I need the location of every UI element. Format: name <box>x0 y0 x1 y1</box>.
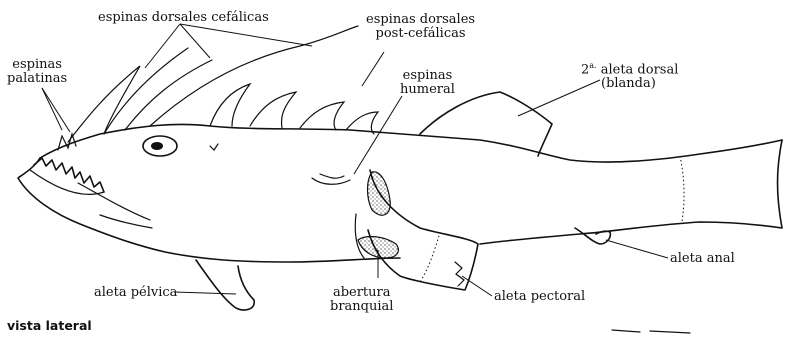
label-espinas-humeral-line1: espinas <box>400 69 455 83</box>
label-abertura-branquial-line1: abertura <box>330 286 393 300</box>
caption-vista-lateral: vista lateral <box>7 318 92 333</box>
cephalic-dorsal-spines <box>68 26 358 142</box>
label-aleta-pelvica: aleta pélvica <box>94 286 177 300</box>
label-abertura-branquial-line2: branquial <box>330 300 393 314</box>
pelvic-fin <box>196 260 254 310</box>
label-segunda-aleta-dorsal-text: aleta dorsal <box>597 62 679 77</box>
post-cephalic-dorsal-spines <box>210 84 378 134</box>
label-segunda-aleta-dorsal-line1: 2a. aleta dorsal <box>581 59 678 77</box>
gill-opening <box>355 214 398 258</box>
label-espinas-humeral: espinas humeral <box>400 69 455 97</box>
label-segunda-aleta-dorsal-sup: a. <box>589 61 596 70</box>
faint-mark <box>612 330 690 333</box>
label-espinas-dorsales-post-cefalicas-line1: espinas dorsales <box>366 13 475 27</box>
eye <box>143 136 218 156</box>
anal-fin <box>575 228 610 244</box>
label-espinas-palatinas-line1: espinas <box>7 58 67 72</box>
label-espinas-humeral-line2: humeral <box>400 83 455 97</box>
second-dorsal-fin <box>420 92 552 156</box>
label-espinas-palatinas: espinas palatinas <box>7 58 67 86</box>
label-espinas-palatinas-line2: palatinas <box>7 72 67 86</box>
label-segunda-aleta-dorsal: 2a. aleta dorsal (blanda) <box>581 59 678 91</box>
label-espinas-dorsales-post-cefalicas: espinas dorsales post-cefálicas <box>366 13 475 41</box>
label-aleta-anal: aleta anal <box>670 252 735 266</box>
pectoral-fin <box>368 170 479 290</box>
label-segunda-aleta-dorsal-line2: (blanda) <box>581 77 678 91</box>
label-aleta-pectoral: aleta pectoral <box>494 290 585 304</box>
jaw <box>30 158 152 228</box>
body-outline <box>18 124 782 262</box>
humeral-spine <box>312 174 350 184</box>
label-espinas-dorsales-cefalicas: espinas dorsales cefálicas <box>98 11 269 25</box>
label-abertura-branquial: abertura branquial <box>330 286 393 314</box>
label-espinas-dorsales-post-cefalicas-line2: post-cefálicas <box>366 27 475 41</box>
